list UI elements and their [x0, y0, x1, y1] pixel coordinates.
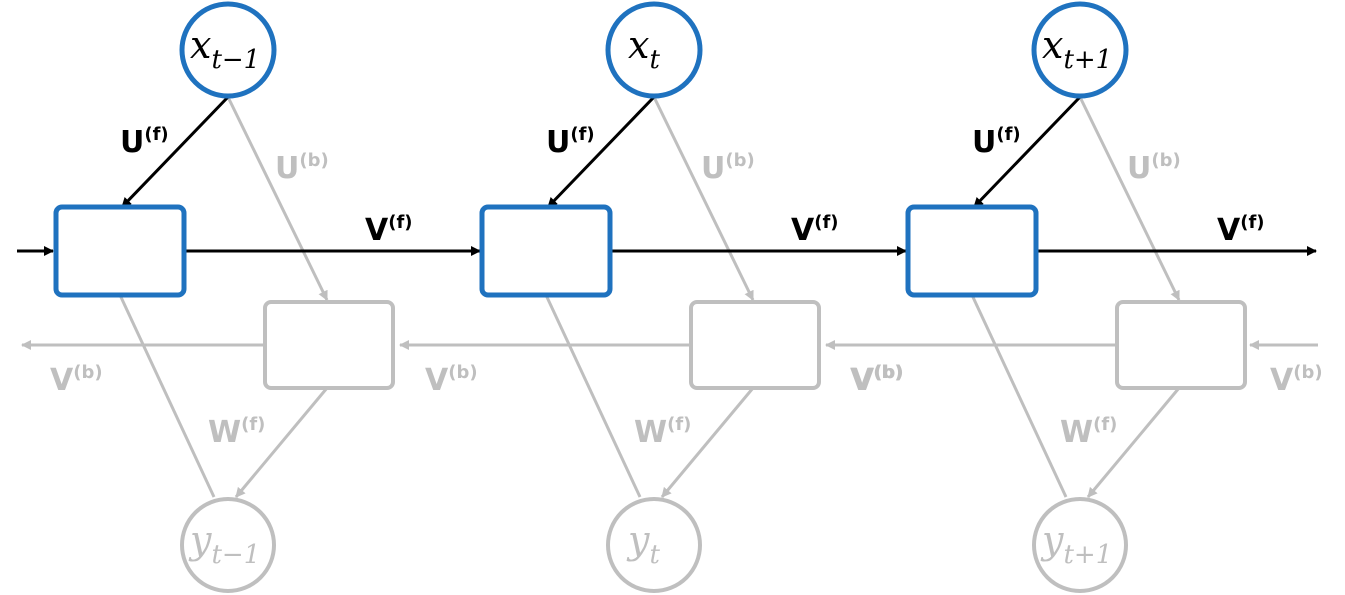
undefined [544, 294, 642, 498]
v-backward-label-mid: V(b) [850, 362, 903, 398]
u-forward-label: U(f) [546, 124, 595, 160]
output-label: yt−1 [188, 518, 260, 570]
u-forward-label: U(f) [120, 124, 169, 160]
input-label: xt+1 [1042, 23, 1112, 75]
u-backward-label: U(b) [275, 150, 329, 186]
w-forward-label: W(f) [208, 414, 265, 450]
undefined [970, 294, 1068, 498]
w-forward-label: W(f) [634, 414, 691, 450]
v-backward-label: V(b) [851, 362, 904, 398]
u-backward-label: U(b) [1127, 150, 1181, 186]
u-forward-arrow [546, 95, 656, 209]
output-node [1032, 497, 1128, 593]
v-forward-label: V(f) [791, 212, 839, 248]
input-node [1031, 1, 1129, 99]
output-node [180, 497, 276, 593]
v-backward-label: V(b) [425, 362, 478, 398]
forward-cell [479, 204, 613, 298]
backward-cell [689, 300, 821, 390]
backward-cell [263, 300, 395, 390]
u-backward-label: U(b) [701, 150, 755, 186]
u-forward-arrow [120, 95, 230, 209]
u-backward-arrow [226, 96, 329, 301]
u-forward-arrow [972, 95, 1082, 209]
input-label: xt−1 [190, 23, 260, 75]
v-backward-label-right: V(b) [1270, 362, 1323, 398]
labels: xt−1 yt−1 U(f) U(b) V(f) W(f) V(b) xt yt U(f) U(b)… [50, 23, 1323, 570]
u-forward-label: U(f) [972, 124, 1021, 160]
v-forward-label: V(f) [1217, 212, 1265, 248]
u-backward-arrow [1078, 96, 1181, 301]
output-node [606, 497, 702, 593]
input-node [605, 1, 703, 99]
w-backward-arrow [660, 387, 755, 498]
nodes [53, 1, 1247, 593]
v-forward-label: V(f) [365, 212, 413, 248]
forward-cell [53, 204, 187, 298]
w-forward-label: W(f) [1060, 414, 1117, 450]
backward-cell [1115, 300, 1247, 390]
w-backward-arrow [234, 387, 329, 498]
input-node [179, 1, 277, 99]
v-backward-label: V(b) [50, 362, 103, 398]
u-backward-arrow [652, 96, 755, 301]
forward-cell [905, 204, 1039, 298]
undefined [118, 294, 216, 498]
output-label: yt+1 [1040, 518, 1112, 570]
output-label: yt [626, 518, 660, 570]
w-backward-arrow [1086, 387, 1181, 498]
input-label: xt [628, 23, 660, 75]
edges [17, 95, 1318, 498]
